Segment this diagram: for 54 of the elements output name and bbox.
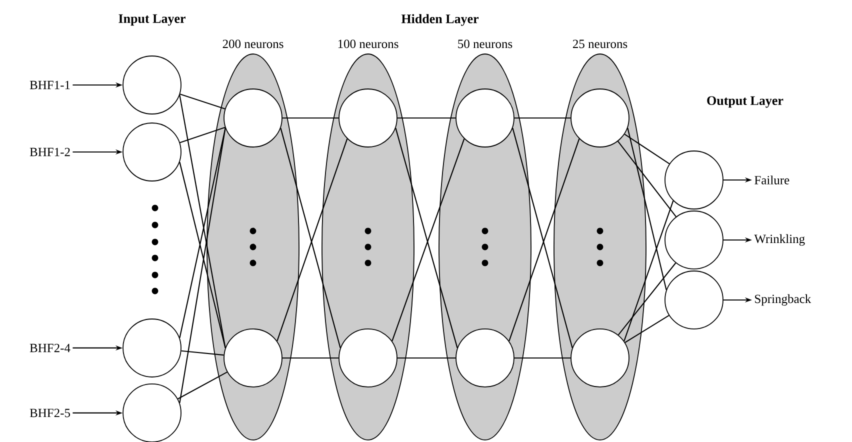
connection-line [512,128,573,348]
connection-line [627,128,667,290]
neuron-circle [664,210,724,270]
connection-line [180,126,226,144]
neuron-circle [224,88,282,148]
neuron-circle [570,88,630,148]
connection-line [181,350,224,356]
connection-line [179,128,226,338]
node-label: 50 neurons [458,40,512,48]
neuron-circle [338,88,398,148]
connection-line [179,162,226,348]
connection-line [397,357,456,359]
connection-line [618,140,676,217]
neuron-circle [122,318,182,378]
io-label: Failure [754,176,790,184]
connection-line [397,117,456,119]
node-label: 25 neurons [572,40,628,48]
neuron-circle [456,328,514,388]
io-label: BHF1-1 [30,80,70,90]
io-label: BHF2-5 [30,408,70,418]
connection-line [179,128,226,403]
neuron-circle [456,88,514,148]
neuron-circle [224,328,282,388]
connection-line [624,134,670,164]
layer-heading: Input Layer [118,14,186,26]
neuron-circle [570,328,630,388]
neuron-circle [338,328,398,388]
connection-line [392,138,465,342]
connection-line [282,117,339,119]
io-label: Wrinkling [754,234,805,246]
io-label: BHF1-2 [30,148,70,156]
connection-line [276,138,348,342]
neuron-circle [122,122,182,182]
node-label: 100 neurons [338,40,398,48]
connection-line [282,357,339,359]
neuron-circle [664,150,724,210]
connection-line [618,262,676,336]
layer-heading: Output Layer [707,96,784,108]
connection-line [178,372,228,400]
connection-line [514,117,571,119]
connection-line [624,200,674,342]
node-label: 200 neurons [222,40,284,48]
layer-heading: Hidden Layer [401,14,479,26]
connection-line [180,94,226,110]
connection-line [624,314,670,343]
connection-line [280,128,341,348]
neuron-circle [122,56,182,114]
io-label: Springback [755,294,812,306]
connection-line [179,94,226,348]
neuron-circle [664,270,724,330]
connection-line [395,128,458,348]
io-label: BHF2-4 [30,344,70,352]
connection-line [514,357,571,359]
connection-line [508,138,580,342]
